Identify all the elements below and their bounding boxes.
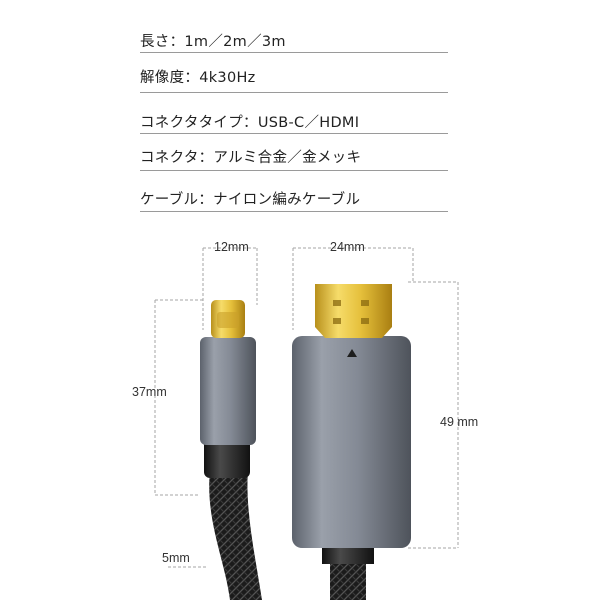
usb-c-connector [200, 300, 262, 600]
spec-connector-material-text: コネクタ：アルミ合金／金メッキ [140, 150, 362, 166]
dimension-lines [154, 247, 459, 568]
divider [140, 170, 448, 171]
divider [140, 52, 448, 53]
hdmi-plug [315, 284, 392, 338]
hdmi-connector [292, 284, 411, 600]
spec-cable-type: ケーブル：ナイロン編みケーブル [140, 188, 448, 212]
usb-c-length-label: 37mm [132, 385, 167, 399]
spec-length-text: 長さ：1m／2m／3m [140, 34, 286, 50]
spec-length: 長さ：1m／2m／3m [140, 30, 448, 53]
hdmi-housing [292, 336, 411, 548]
spec-resolution: 解像度：4k30Hz [140, 66, 448, 93]
hdmi-pin-slots [333, 300, 369, 324]
cable-diameter-label: 5mm [162, 551, 190, 565]
usb-c-housing [200, 337, 256, 445]
divider [140, 133, 448, 134]
usb-c-cable [209, 470, 262, 600]
usb-c-boot [204, 438, 250, 478]
spec-connector-type: コネクタタイプ：USB-C／HDMI [140, 111, 448, 134]
spec-connector-type-text: コネクタタイプ：USB-C／HDMI [140, 115, 360, 131]
hdmi-length-label: 49 mm [440, 415, 479, 429]
spec-cable-type-text: ケーブル：ナイロン編みケーブル [140, 192, 361, 208]
spec-resolution-text: 解像度：4k30Hz [140, 70, 256, 86]
divider [140, 92, 448, 93]
spec-connector-material: コネクタ：アルミ合金／金メッキ [140, 146, 448, 171]
divider [140, 211, 448, 212]
usb-c-width-label: 12mm [214, 240, 249, 254]
triangle-icon [347, 349, 357, 357]
hdmi-width-label: 24mm [330, 240, 365, 254]
